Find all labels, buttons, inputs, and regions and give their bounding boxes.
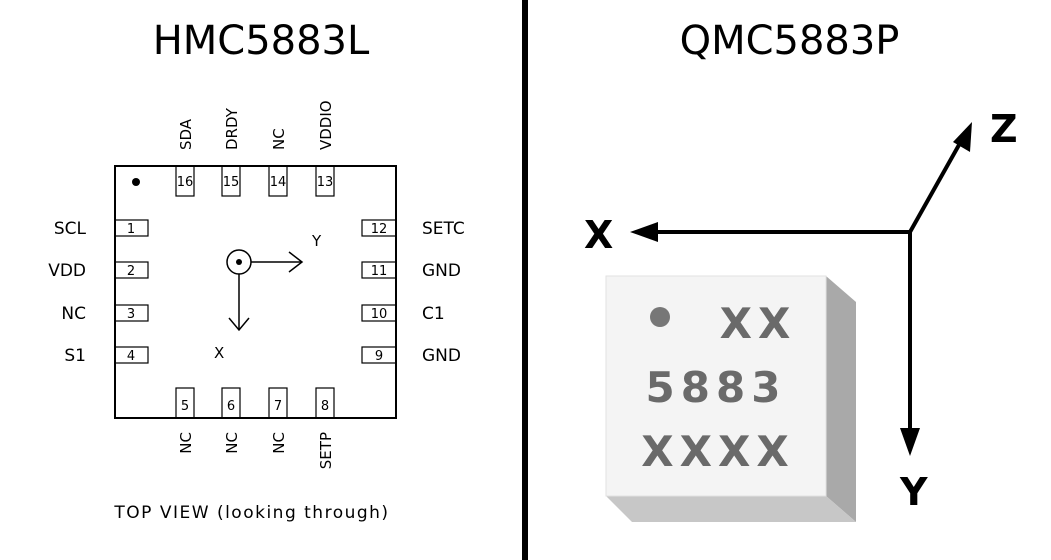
pin-pad-5 <box>175 387 195 419</box>
pin-name-4: S1 <box>64 346 86 366</box>
pin-number-14: 14 <box>270 175 287 190</box>
pin-name-1: SCL <box>54 219 87 239</box>
chip-marking-line1: XX <box>720 299 797 348</box>
hmc-axis-x-label: X <box>214 344 224 362</box>
pin-name-13: VDDIO <box>317 100 335 150</box>
pin-pad-13 <box>315 165 335 197</box>
qmc-axis-y-label: Y <box>899 470 928 514</box>
pin-name-10: C1 <box>422 304 445 324</box>
pin-number-6: 6 <box>227 399 235 414</box>
pin-pad-16 <box>175 165 195 197</box>
pin-name-8: SETP <box>317 432 335 469</box>
pin-pad-15 <box>221 165 241 197</box>
pin-number-11: 11 <box>371 264 388 279</box>
pin-name-2: VDD <box>48 261 86 281</box>
pin-name-15: DRDY <box>223 107 241 150</box>
x-arrowhead-icon <box>228 317 250 332</box>
pin-name-16: SDA <box>177 118 195 150</box>
chip-bottom-side <box>606 496 856 522</box>
hmc5883l-title: HMC5883L <box>152 18 370 64</box>
qmc-axis-z-label: Z <box>990 107 1018 151</box>
pin1-dot <box>132 178 140 186</box>
pin-number-16: 16 <box>177 175 194 190</box>
pin-pad-6 <box>221 387 241 419</box>
chip-right-side <box>826 276 856 522</box>
pin-pad-12 <box>361 219 397 237</box>
pin-number-3: 3 <box>127 307 135 322</box>
chip-face <box>605 275 827 497</box>
pin-number-13: 13 <box>317 175 334 190</box>
pin-name-3: NC <box>61 304 86 324</box>
pin-pad-11 <box>361 261 397 279</box>
qmc-y-arrowhead-icon <box>900 428 920 456</box>
pin-number-2: 2 <box>127 264 135 279</box>
qmc-axis-x-label: X <box>584 213 613 257</box>
pin-pad-2 <box>114 261 149 279</box>
chip-pin1-dot <box>650 307 670 327</box>
qmc-z-arrowhead-icon <box>953 122 972 152</box>
pin-number-7: 7 <box>274 399 282 414</box>
pin-pad-3 <box>114 304 149 322</box>
chip-marking-line3: XXXX <box>641 427 795 476</box>
pin-number-1: 1 <box>127 222 135 237</box>
qmc5883p-title: QMC5883P <box>679 18 900 64</box>
package-outline <box>114 165 397 419</box>
pin-name-6: NC <box>223 432 241 454</box>
qmc-z-axis-line <box>908 135 966 233</box>
pin-pad-14 <box>268 165 288 197</box>
view-caption: TOP VIEW (looking through) <box>113 503 389 523</box>
pin-number-10: 10 <box>371 307 388 322</box>
qmc5883p-diagram: XX 5883 XXXX X Y Z <box>584 107 1018 522</box>
pin-number-8: 8 <box>321 399 329 414</box>
pin-name-9: GND <box>422 346 461 366</box>
chip-marking-line2: 5883 <box>646 363 787 412</box>
pin-pad-1 <box>114 219 149 237</box>
qmc5883p-panel: QMC5883P XX 5883 XXXX X Y Z <box>528 0 1051 560</box>
pin-pad-10 <box>361 304 397 322</box>
pin-name-14: NC <box>270 128 288 150</box>
pin-number-15: 15 <box>223 175 240 190</box>
y-arrowhead-icon <box>288 251 304 273</box>
pin-number-4: 4 <box>127 349 135 364</box>
pin-name-7: NC <box>270 432 288 454</box>
hmc-axis-y-label: Y <box>311 232 322 250</box>
qmc-x-arrowhead-icon <box>630 222 658 242</box>
pin-number-5: 5 <box>181 399 189 414</box>
pin-name-5: NC <box>177 432 195 454</box>
pin-number-9: 9 <box>375 349 383 364</box>
z-axis-dot-icon <box>236 259 242 265</box>
pin-pad-8 <box>315 387 335 419</box>
pin-name-11: GND <box>422 261 461 281</box>
pin-pad-9 <box>361 346 397 364</box>
pin-pad-7 <box>268 387 288 419</box>
pin-number-12: 12 <box>371 222 388 237</box>
pin-name-12: SETC <box>422 219 465 239</box>
panel-divider <box>522 0 528 560</box>
pin-pad-4 <box>114 346 149 364</box>
